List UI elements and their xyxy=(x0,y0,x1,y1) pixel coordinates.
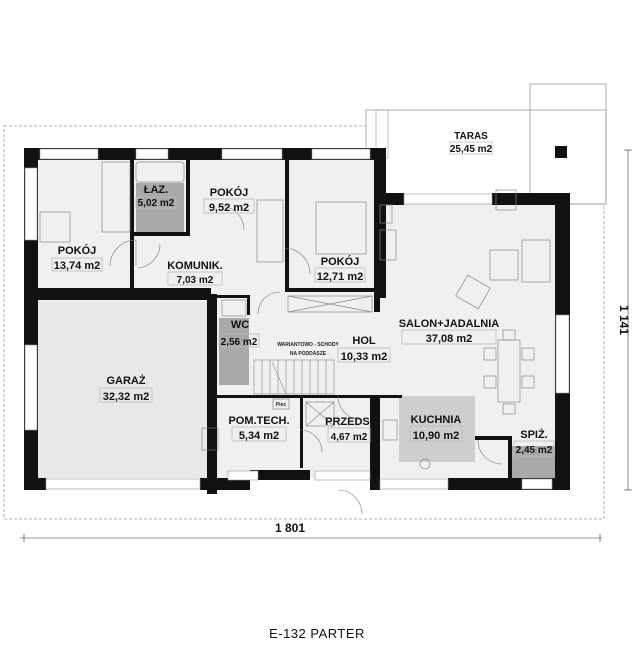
room-name: POKÓJ xyxy=(321,255,360,268)
room-area: 2,56 m2 xyxy=(221,337,258,348)
stairs-note: WARIANTOWO - SCHODY xyxy=(277,342,339,348)
room-area: 10,33 m2 xyxy=(341,351,387,363)
furniture xyxy=(39,161,551,470)
room-area: 5,02 m2 xyxy=(138,198,175,209)
room-name: ŁAZ. xyxy=(144,184,168,196)
room-name: KOMUNIK. xyxy=(167,260,223,272)
boiler-label: Piec xyxy=(276,402,287,408)
dimension-lines xyxy=(20,149,632,542)
width-dimension: 1 801 xyxy=(275,521,305,535)
room-name: KUCHNIA xyxy=(411,414,462,426)
label-boxes xyxy=(51,141,555,457)
room-area: 10,90 m2 xyxy=(413,430,459,442)
depth-dimension: 1 141 xyxy=(617,305,631,335)
room-name: PRZEDS. xyxy=(325,416,373,428)
roof-outline xyxy=(3,125,605,520)
room-name: GARAŻ xyxy=(106,374,145,387)
room-area: 13,74 m2 xyxy=(54,260,100,272)
room-area: 25,45 m2 xyxy=(450,144,493,155)
room-area: 32,32 m2 xyxy=(103,391,149,403)
room-area: 7,03 m2 xyxy=(177,275,214,286)
room-name: POKÓJ xyxy=(210,186,249,199)
room-name: POM.TECH. xyxy=(228,415,289,427)
room-area: 9,52 m2 xyxy=(209,202,249,214)
room-area: 2,45 m2 xyxy=(516,445,553,456)
plan-title: E-132 PARTER xyxy=(269,626,365,641)
room-name: WC xyxy=(231,319,249,331)
stairs[interactable] xyxy=(253,359,335,395)
room-area: 5,34 m2 xyxy=(239,430,279,442)
stairs-note: NA PODDASZE xyxy=(290,351,327,357)
room-area: 37,08 m2 xyxy=(426,333,472,345)
room-name: HOL xyxy=(352,335,376,347)
room-area: 12,71 m2 xyxy=(317,271,363,283)
room-name: POKÓJ xyxy=(58,244,97,257)
room-name: SALON+JADALNIA xyxy=(399,318,500,330)
windows xyxy=(24,148,570,490)
room-area: 4,67 m2 xyxy=(331,432,368,443)
room-name: TARAS xyxy=(454,131,488,142)
room-labels: POKÓJ 13,74 m2 ŁAZ. 5,02 m2 POKÓJ 9,52 m… xyxy=(54,131,553,456)
room-name: SPIŻ. xyxy=(520,428,548,441)
